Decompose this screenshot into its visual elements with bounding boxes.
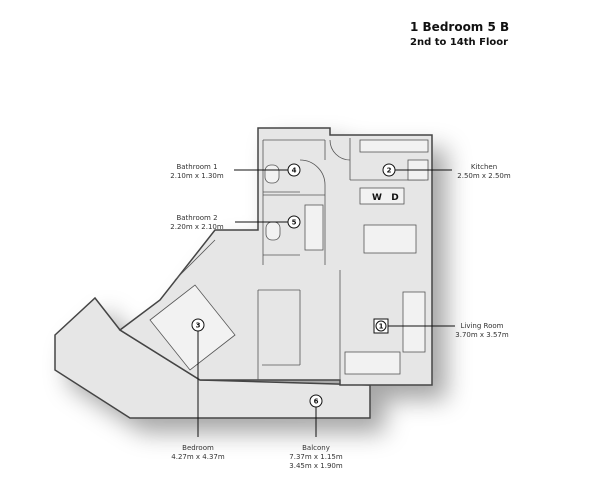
kitchen-size: 2.50m x 2.50m <box>457 172 511 180</box>
marker-6: 6 <box>309 394 323 408</box>
sofa <box>402 291 426 353</box>
kitchen-counter <box>359 139 429 153</box>
living-room-name: Living Room <box>461 322 504 330</box>
svg-text:6: 6 <box>314 398 319 406</box>
bathroom2-name: Bathroom 2 <box>176 214 217 222</box>
interior-walls <box>174 138 425 380</box>
svg-text:2: 2 <box>387 167 392 175</box>
bathroom1-name: Bathroom 1 <box>176 163 217 171</box>
bedroom-name: Bedroom <box>182 444 214 452</box>
sofa-2 <box>344 351 401 375</box>
svg-text:3: 3 <box>196 322 201 330</box>
balcony-size: 7.37m x 1.15m <box>289 453 343 461</box>
bedroom-size: 4.27m x 4.37m <box>171 453 225 461</box>
callout-lines <box>197 169 455 437</box>
plan-title: 1 Bedroom 5 B <box>410 20 510 34</box>
toilet-1 <box>264 164 280 184</box>
bathroom1-size: 2.10m x 1.30m <box>170 172 224 180</box>
svg-text:5: 5 <box>292 219 297 227</box>
svg-text:4: 4 <box>292 167 297 175</box>
plan-subtitle: 2nd to 14th Floor <box>410 37 509 48</box>
bathroom2-size: 2.20m x 2.10m <box>170 223 224 231</box>
marker-2: 2 <box>382 163 396 177</box>
kitchen-name: Kitchen <box>471 163 497 171</box>
svg-text:1: 1 <box>379 323 384 331</box>
unit-outline <box>54 127 433 419</box>
dining-table <box>363 224 417 254</box>
marker-4: 4 <box>287 163 301 177</box>
laundry-cabinet <box>359 187 405 205</box>
washer-label: W <box>372 193 382 203</box>
dryer-label: D <box>391 193 398 203</box>
shower <box>304 204 324 251</box>
toilet-2 <box>265 221 281 241</box>
marker-1: 1 <box>373 318 389 334</box>
marker-5: 5 <box>287 215 301 229</box>
living-room-size: 3.70m x 3.57m <box>455 331 509 339</box>
balcony-name: Balcony <box>302 444 330 452</box>
marker-3: 3 <box>191 318 205 332</box>
balcony-size-2: 3.45m x 1.90m <box>289 462 343 470</box>
